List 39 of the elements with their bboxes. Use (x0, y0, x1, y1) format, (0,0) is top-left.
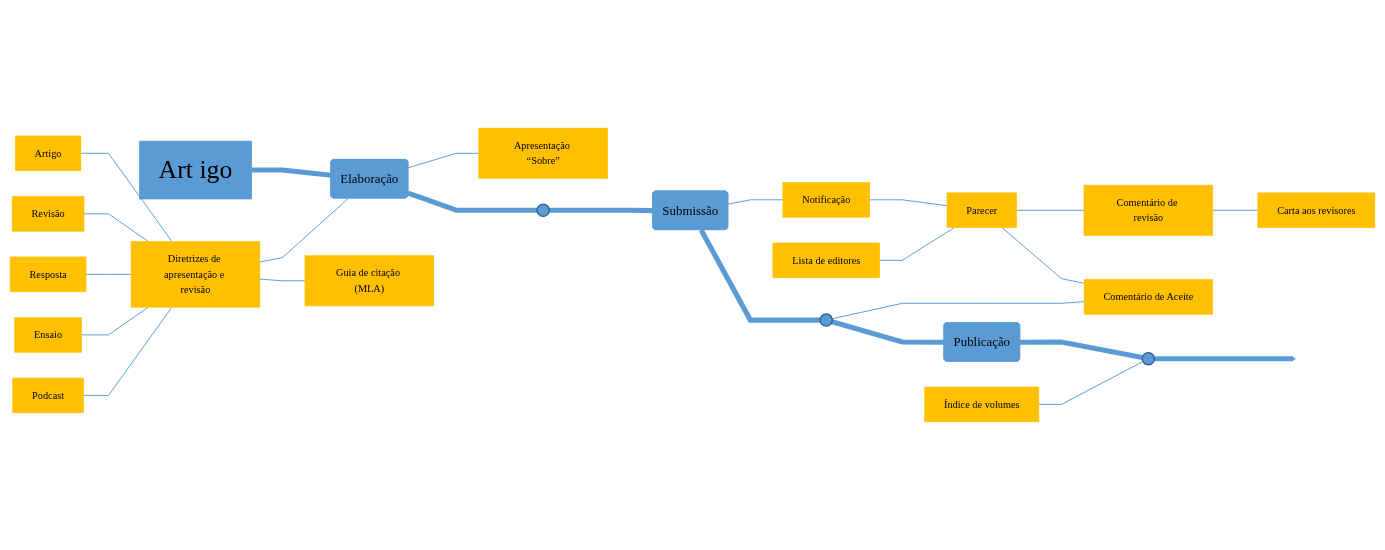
connector-line (80, 152, 173, 242)
note-box: Lista de editores (772, 242, 880, 279)
note-box: Artigo (15, 135, 82, 171)
stage-box: Publicação (943, 322, 1021, 362)
connector-line (869, 199, 948, 207)
connector-line (727, 199, 784, 205)
connector-line (259, 197, 349, 263)
note-box: Resposta (9, 256, 87, 293)
note-box: Apresentação “Sobre” (478, 127, 608, 179)
connector-line (407, 152, 480, 169)
connector-line (259, 278, 306, 282)
note-box: Revisão (11, 196, 85, 232)
connector-line (1038, 361, 1144, 405)
note-box: Comentário de Aceite (1083, 279, 1213, 315)
connector-line (85, 273, 132, 275)
note-box: Comentário de revisão (1083, 184, 1214, 236)
note-box: Guia de citação (MLA) (304, 255, 435, 307)
stage-box: Submissão (652, 190, 729, 230)
stage-box: Elaboração (330, 159, 409, 199)
note-box: Índice de volumes (924, 386, 1040, 423)
note-box: Notificação (782, 182, 870, 218)
note-box: Diretrizes de apresentação e revisão (130, 241, 261, 308)
connector-line (831, 301, 1085, 320)
note-box: Parecer (946, 192, 1017, 228)
circle-marker (819, 313, 834, 327)
circle-marker (536, 203, 550, 218)
connector-line (1016, 209, 1085, 211)
connector-line (879, 227, 955, 261)
connector-line (83, 213, 149, 242)
note-box: Ensaio (14, 317, 82, 353)
title-bar: Art igo (139, 140, 252, 200)
circle-marker (1141, 351, 1156, 366)
connector-line (80, 306, 149, 336)
note-box: Carta aos revisores (1257, 192, 1376, 228)
note-box: Podcast (12, 377, 84, 414)
timeline-arrow (1154, 355, 1296, 362)
connector-line (1212, 209, 1259, 211)
connector-line (82, 306, 173, 396)
connector-line (1001, 227, 1085, 284)
